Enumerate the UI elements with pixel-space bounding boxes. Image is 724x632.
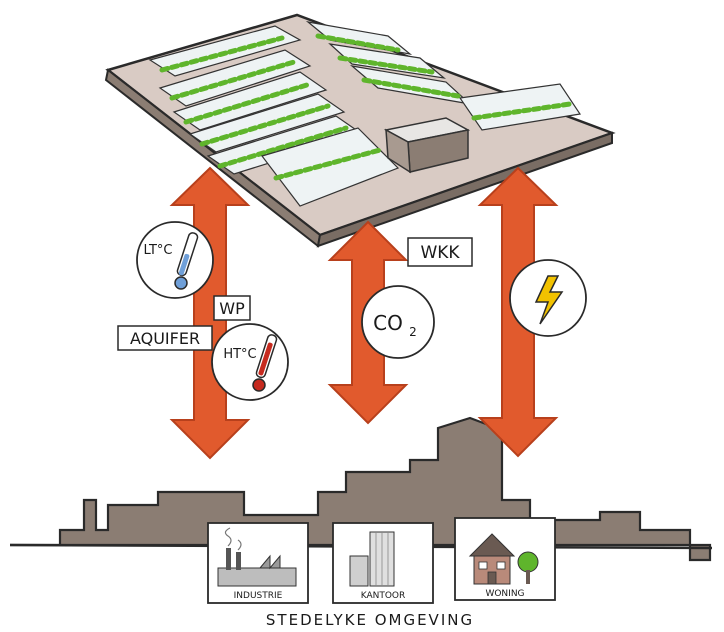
wkk-building [383,117,471,174]
circle-ht: HT°C [211,323,289,401]
label-wkk: WKK [407,237,473,267]
kantoor-label: KANTOOR [361,591,406,601]
co2-text: CO [373,311,403,335]
arrow-aquifer [169,166,251,460]
circle-co2: CO 2 [361,285,435,359]
wkk-text: WKK [420,243,460,263]
woning-label: WONING [485,589,524,599]
box-kantoor: KANTOOR [332,522,434,604]
label-aquifer: AQUIFER [117,325,213,351]
thermometer-hot-icon [252,334,278,392]
circle-lt: LT°C [136,221,214,299]
aquifer-text: AQUIFER [130,329,200,348]
wp-text: WP [219,299,245,318]
plant-row-front [273,147,383,181]
greenhouse-complex [104,13,616,248]
ht-text: HT°C [223,347,256,362]
platform-side-right [316,131,613,248]
industrie-label: INDUSTRIE [234,591,283,601]
greenhouse-block-front [260,127,400,207]
co2-subscript: 2 [409,325,417,339]
lt-text: LT°C [144,243,173,258]
factory-icon [217,527,297,587]
plant-rows-right [315,33,573,121]
caption-stedelyke-omgeving: STEDELYKE OMGEVING [266,611,474,629]
office-tower-icon [349,531,395,587]
box-woning: WONING [454,517,556,601]
thermometer-cold-icon [174,232,199,290]
box-industrie: INDUSTRIE [207,522,309,604]
plant-rows-left [159,35,349,169]
circle-electricity [509,259,587,337]
lightning-bolt-icon [534,275,564,325]
house-icon [468,533,539,585]
label-wp: WP [213,295,251,321]
